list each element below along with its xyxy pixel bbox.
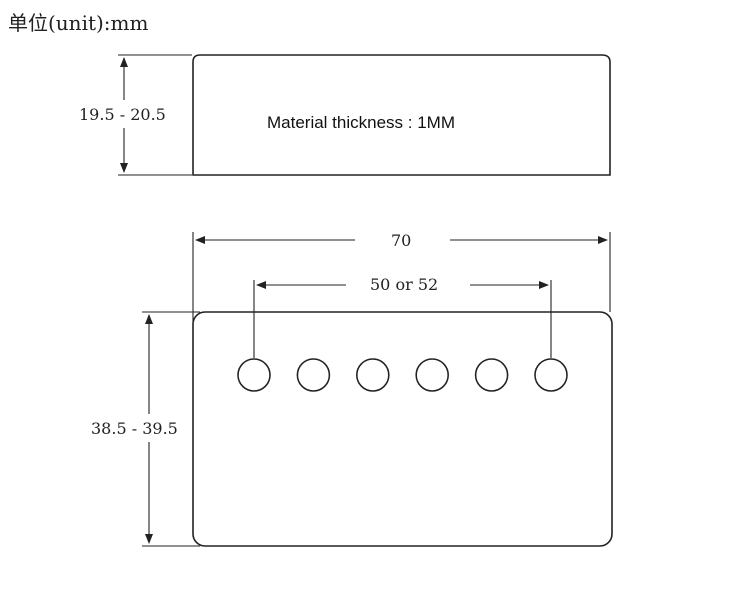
pole-hole: [534, 358, 568, 392]
pole-hole: [296, 358, 331, 392]
top-view: 70 50 or 52 38.5 - 39.5: [86, 231, 613, 547]
pole-holes: [237, 358, 568, 392]
width-label: 70: [391, 231, 411, 250]
height-label: 38.5 - 39.5: [91, 419, 178, 438]
side-height-label: 19.5 - 20.5: [79, 105, 166, 124]
top-view-outline: [192, 311, 613, 547]
pole-hole: [474, 358, 509, 392]
unit-label: 单位(unit):mm: [8, 11, 149, 35]
material-thickness-note: Material thickness : 1MM: [267, 113, 455, 132]
pole-hole: [415, 358, 450, 392]
pole-hole: [237, 358, 271, 392]
side-view: 19.5 - 20.5 Material thickness : 1MM: [72, 54, 611, 176]
pole-hole: [355, 358, 390, 392]
side-view-outline: [192, 54, 611, 176]
hole-span-label: 50 or 52: [370, 275, 438, 294]
